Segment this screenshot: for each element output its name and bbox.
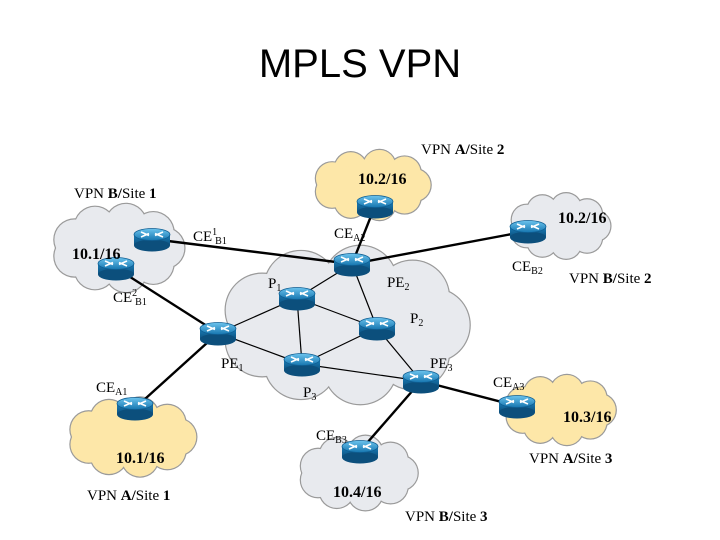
ce-b2-label: CEB2 [512,259,543,277]
ce-b3-label: CEB3 [316,428,347,446]
router-p2[interactable] [358,317,396,341]
router-arrows-icon [363,198,387,205]
router-ce-a2[interactable] [356,195,394,219]
p2-label: P2 [410,311,423,329]
net-a1: 10.1/16 [116,450,164,467]
router-arrows-icon [140,231,164,238]
ce-a3-label: CEA3 [493,375,524,393]
ce-a2-label: CEA2 [334,226,365,244]
vpn-a-site-3-label: VPN A/Site 3 [529,451,612,467]
router-ce-b2[interactable] [509,220,547,244]
router-ce2-b1[interactable] [97,257,135,281]
router-ce1-b1[interactable] [133,228,171,252]
link-ce1b1-pe2 [151,237,353,266]
net-a3: 10.3/16 [563,409,611,426]
site-a3-cloud [505,373,617,447]
net-a2: 10.2/16 [358,171,406,188]
link-pe3-ceb3 [359,380,422,452]
router-arrows-icon [409,373,433,380]
pe3-label: PE3 [430,356,453,374]
pe1-label: PE1 [221,356,244,374]
diagram-title: MPLS VPN [258,42,462,86]
router-pe3[interactable] [402,370,440,394]
pe2-label: PE2 [387,275,410,293]
router-p1[interactable] [278,287,316,311]
router-arrows-icon [348,443,372,450]
link-p3-pe3 [301,363,422,382]
ce-a1-label: CEA1 [96,380,127,398]
router-pe2[interactable] [333,253,371,277]
router-arrows-icon [505,398,529,405]
vpn-a-site-1-label: VPN A/Site 1 [87,488,170,504]
net-b1: 10.1/16 [72,246,120,263]
router-arrows-icon [516,223,540,230]
router-ce-b3[interactable] [341,440,379,464]
vpn-a-site-2-label: VPN A/Site 2 [421,142,504,158]
router-pe1[interactable] [199,322,237,346]
router-ce-a1[interactable] [116,397,154,421]
router-arrows-icon [104,260,128,267]
router-p3[interactable] [283,353,321,377]
vpn-b-site-2-label: VPN B/Site 2 [569,271,652,287]
link-pe2-ceb2 [351,229,529,266]
router-arrows-icon [285,290,309,297]
net-b2: 10.2/16 [558,210,606,227]
p1-label: P1 [268,276,281,294]
vpn-b-site-3-label: VPN B/Site 3 [405,509,488,525]
vpn-b-site-1-label: VPN B/Site 1 [74,186,157,202]
net-b3: 10.4/16 [333,484,381,501]
link-pe1-cea1 [134,332,219,409]
router-ce-a3[interactable] [498,395,536,419]
router-arrows-icon [290,356,314,363]
router-arrows-icon [123,400,147,407]
p3-label: P3 [303,385,316,403]
router-arrows-icon [340,256,364,263]
router-arrows-icon [206,325,230,332]
link-ce2b1-pe1 [115,266,219,335]
router-arrows-icon [365,320,389,327]
